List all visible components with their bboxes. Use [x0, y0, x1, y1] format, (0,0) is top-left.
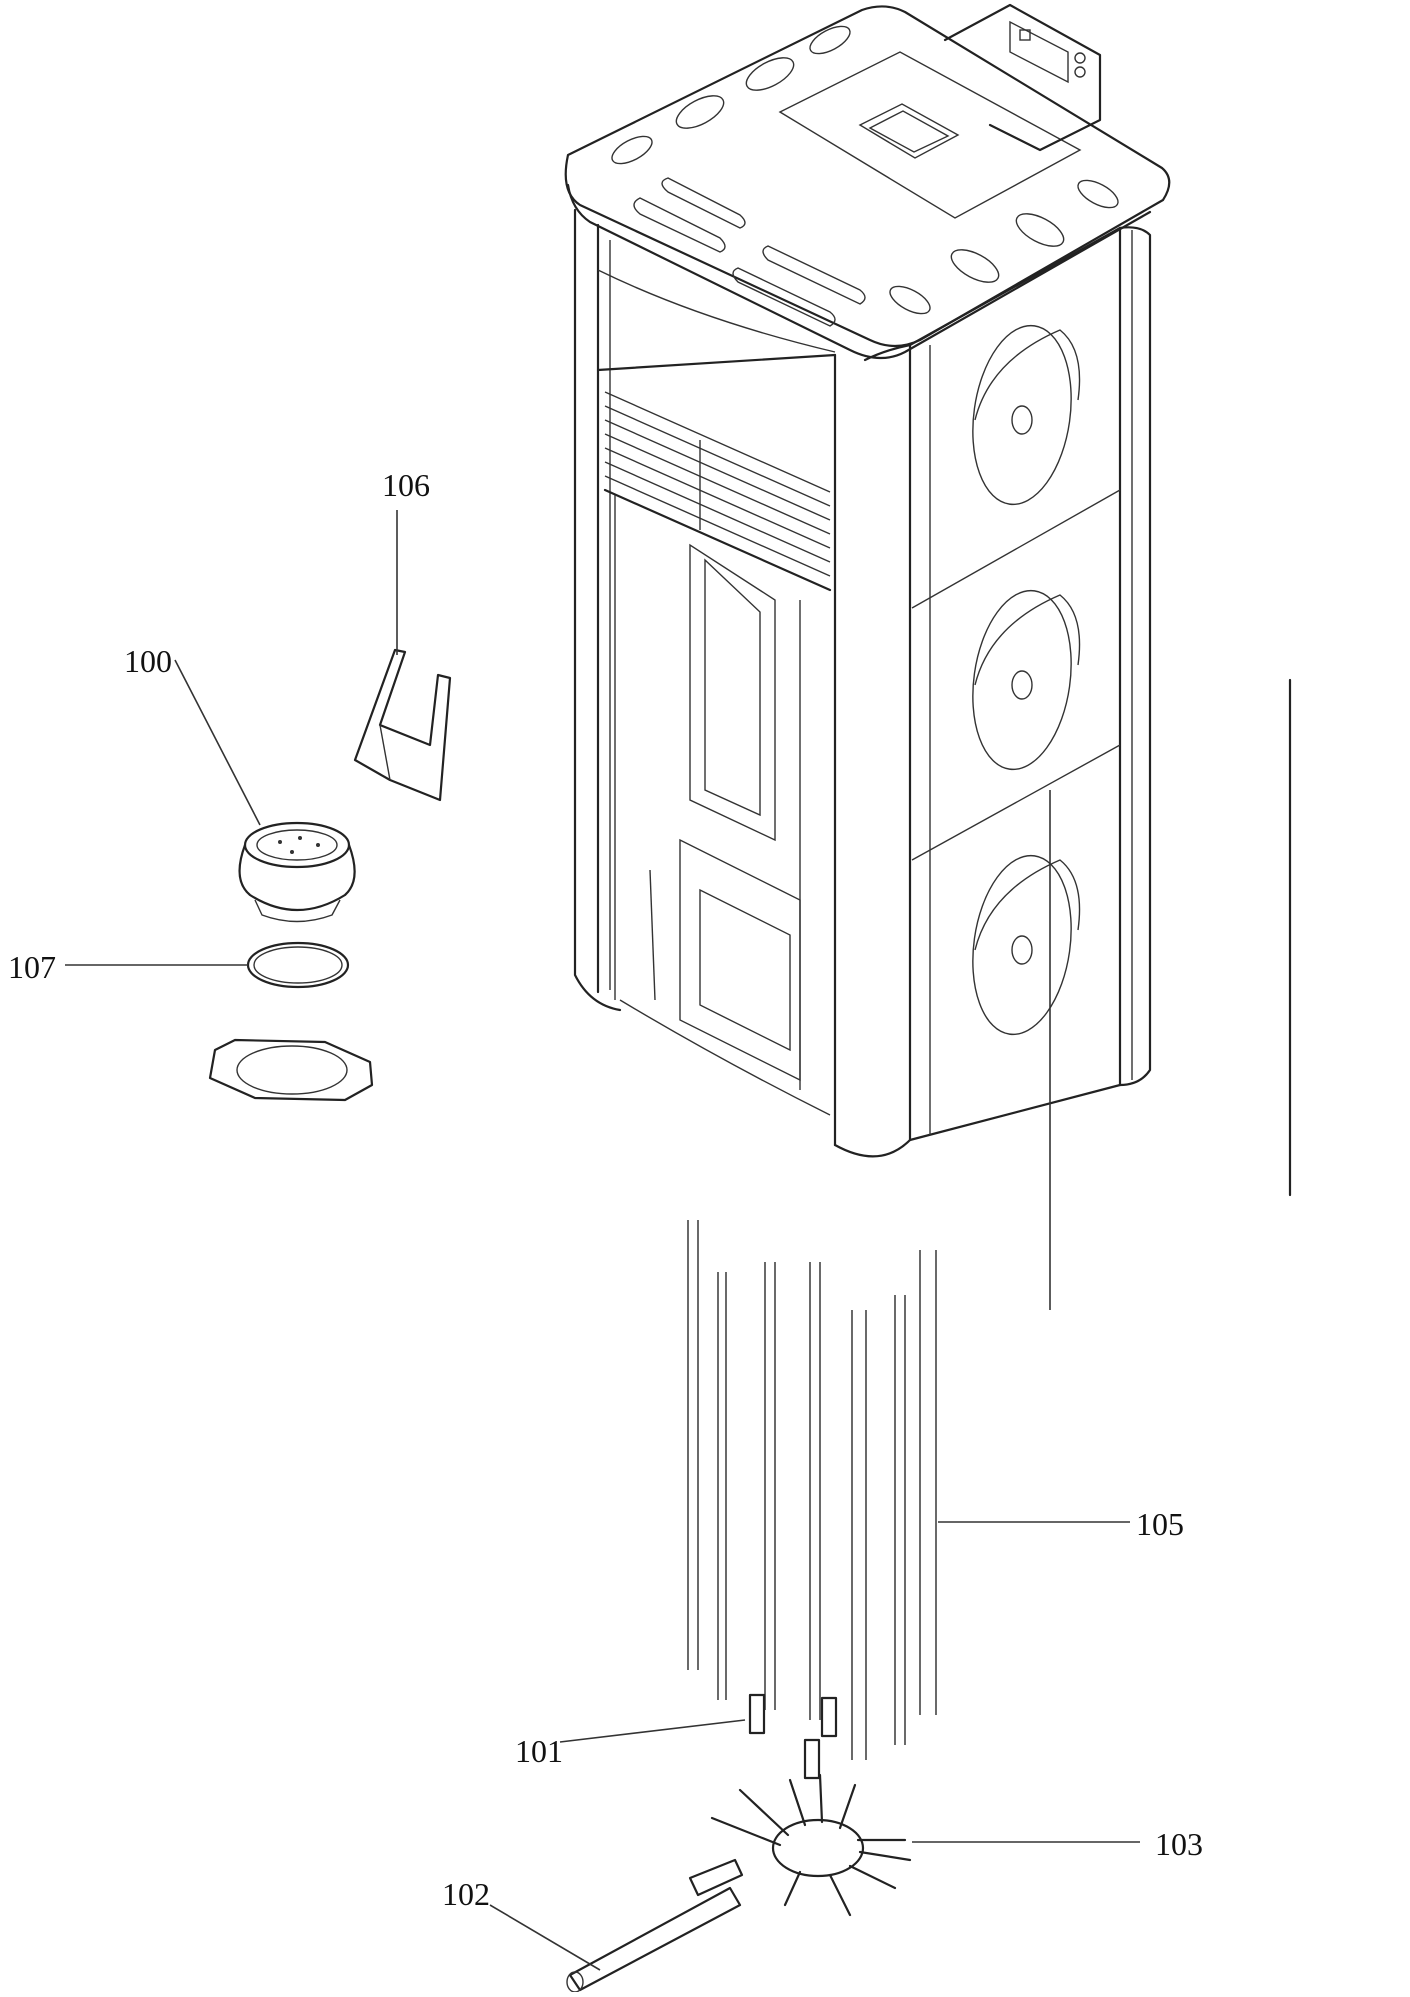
- callout-103: 103: [1155, 1826, 1203, 1862]
- stove-body: [564, 3, 1171, 1158]
- part-103-hub: [710, 1773, 1140, 1917]
- callout-106: 106: [382, 467, 430, 503]
- callout-100: 100: [124, 643, 172, 679]
- callout-105: 105: [1136, 1506, 1184, 1542]
- front-grille: [604, 391, 831, 577]
- callout-102: 102: [442, 1876, 490, 1912]
- part-102-shaft: [489, 1858, 744, 1993]
- control-panel: [943, 3, 1102, 152]
- part-101-small-springs: [559, 1693, 838, 1780]
- part-107-gasket-ring: [65, 941, 350, 989]
- part-106-bracket: [353, 510, 452, 802]
- part-105-springs: [687, 790, 1130, 1760]
- side-decor-ovals: [972, 324, 1081, 1036]
- part-100-burner-pot: [174, 659, 356, 923]
- top-vent-slots: [611, 25, 1119, 327]
- callout-101: 101: [515, 1733, 563, 1769]
- octagonal-plate: [208, 1038, 374, 1102]
- callout-107: 107: [8, 949, 56, 985]
- callout-labels: 106 100 107 105 101 103 102: [8, 467, 1203, 1912]
